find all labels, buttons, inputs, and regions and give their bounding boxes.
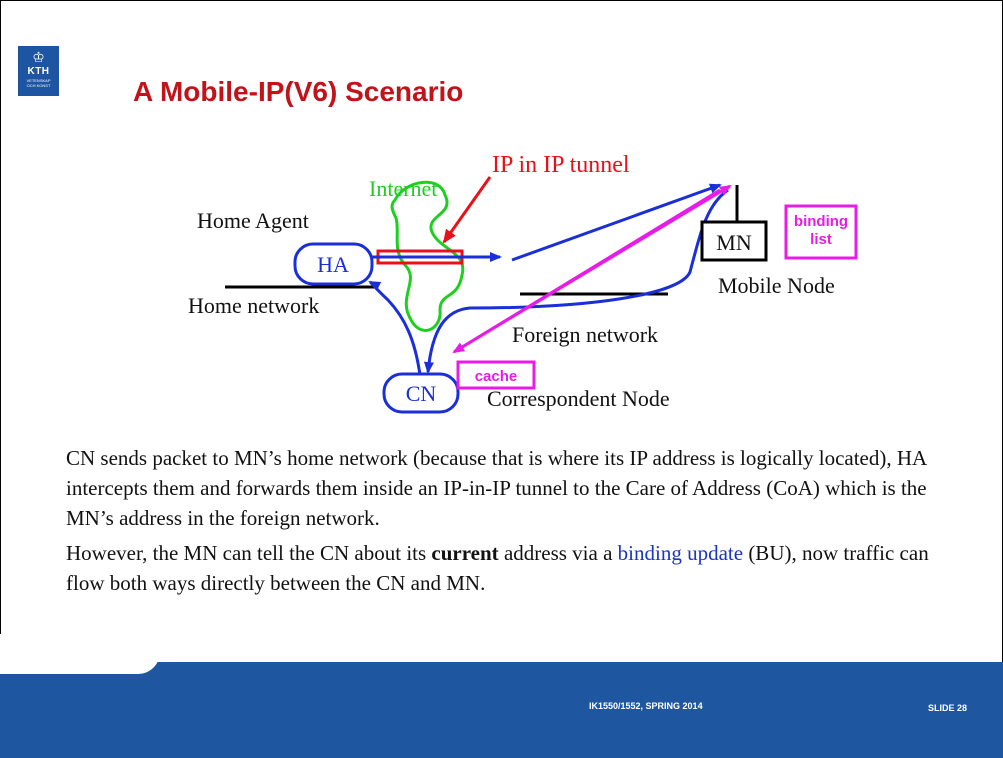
logo-subtitle-2: OCH KONST [26,83,51,88]
binding-list-line2: list [810,231,832,248]
mobile-node-label: Mobile Node [718,273,835,298]
footer-slide-number: SLIDE 28 [928,703,968,713]
cn-node [382,372,460,414]
binding-list-box [784,204,858,260]
mn-node [700,220,768,262]
p2-middle: address via a [498,541,618,565]
internet-cloud [390,180,465,332]
foreign-network-label: Foreign network [512,322,658,347]
p2-after: (BU), now traffic can flow both ways dir… [66,541,929,595]
binding-update-arrow-mn [453,184,732,354]
tunnel-to-mn-arrow [511,183,722,262]
correspondent-node-label: Correspondent Node [487,386,670,411]
footer-course: IK1550/1552, SPRING 2014 [589,701,703,711]
cache-label: cache [475,368,518,385]
ha-node [293,242,374,286]
mn-node-label: MN [716,230,752,255]
binding-list-line1: binding [794,213,848,230]
p2-before: However, the MN can tell the CN about it… [66,541,432,565]
cn-to-ha-arrow [368,280,422,376]
explanation-paragraph-2: However, the MN can tell the CN about it… [66,538,946,598]
logo-subtitle-1: VETENSKAP [26,78,51,83]
tunnel-pointer-arrow [442,176,492,244]
ip-tunnel-label: IP in IP tunnel [492,152,630,178]
home-agent-label: Home Agent [197,208,309,233]
cache-box [456,360,536,390]
home-network-label: Home network [188,293,319,318]
crown-icon: ♔ [32,49,45,65]
slide-title: A Mobile-IP(V6) Scenario [133,76,464,107]
explanation-paragraph-1: CN sends packet to MN’s home network (be… [66,446,927,530]
binding-update-link[interactable]: binding update [617,541,744,565]
kth-logo: ♔ KTH VETENSKAP OCH KONST [18,46,59,96]
ha-node-label: HA [317,252,349,277]
p2-bold-current: current [431,541,499,565]
internet-label: Internet [369,176,437,201]
footer-tab [0,634,160,674]
logo-name: KTH [27,66,50,77]
footer-band [0,662,1003,758]
cn-node-label: CN [406,381,437,406]
